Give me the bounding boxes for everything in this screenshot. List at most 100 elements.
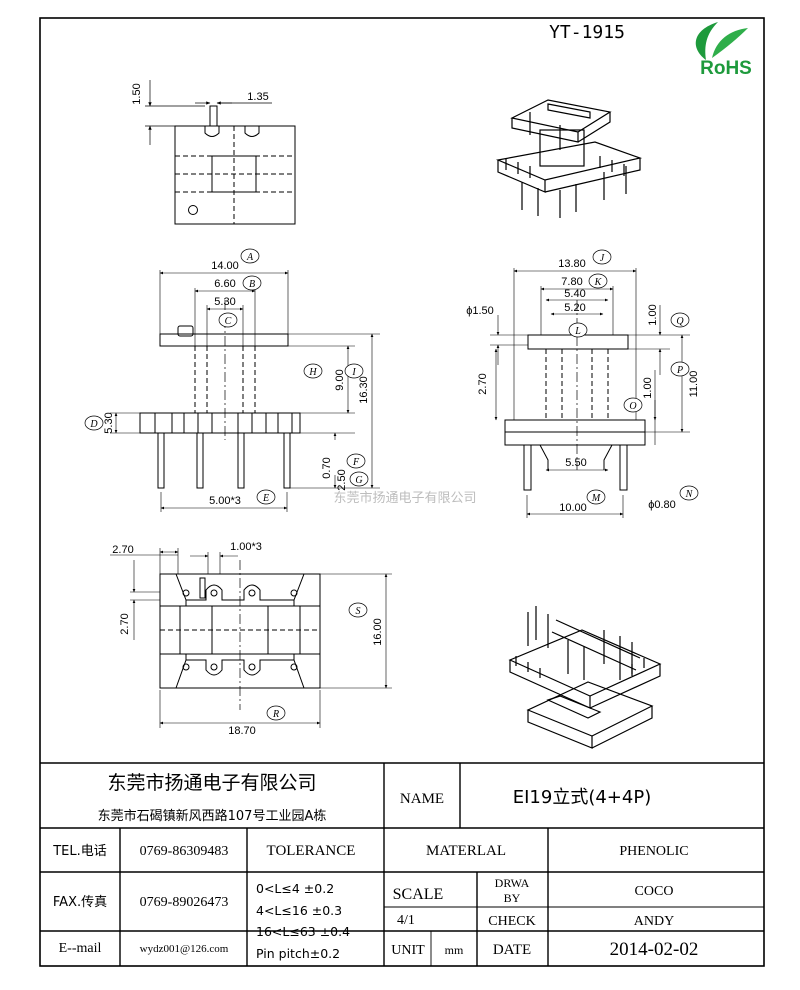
- balloon-r-label: R: [272, 709, 279, 720]
- dim-q: 1.00: [647, 304, 659, 325]
- balloon-s: [348, 602, 368, 618]
- balloon-l-label: L: [574, 326, 581, 337]
- balloon-labels: A B C H I D F G E J K L Q P O M N S R: [89, 252, 693, 720]
- balloon-o-label: O: [629, 401, 636, 412]
- dim-b1-270: 2.70: [112, 544, 133, 556]
- balloon-a-label: A: [246, 252, 254, 263]
- material-label: MATERLAL: [426, 843, 506, 859]
- balloon-k-label: K: [594, 277, 603, 288]
- balloon-n: [679, 485, 699, 501]
- dim-n: ϕ0.80: [648, 499, 676, 511]
- balloon-l: [568, 322, 588, 338]
- dim-j: 13.80: [558, 258, 586, 270]
- unit-value: mm: [445, 943, 464, 957]
- balloon-k: [588, 273, 608, 289]
- material-value: PHENOLIC: [619, 844, 688, 859]
- balloon-b: [242, 275, 262, 291]
- balloon-e: [256, 489, 276, 505]
- balloon-q: [670, 312, 690, 328]
- email-value: wydz001@126.com: [140, 943, 229, 955]
- balloon-h: [303, 363, 323, 379]
- dim-h: 9.00: [334, 369, 346, 390]
- rohs-logo-text: RoHS: [700, 58, 752, 79]
- dim-a: 14.00: [211, 260, 239, 272]
- dim-d: 5.30: [103, 412, 115, 433]
- top-view: [145, 80, 296, 225]
- tolerance-row-1: 0<L≤4 ±0.2: [256, 881, 334, 896]
- check-label: CHECK: [488, 914, 535, 929]
- tel-label: TEL.电话: [52, 844, 107, 859]
- part-name: EI19立式(4+4P): [513, 787, 651, 808]
- watermark: 东莞市扬通电子有限公司: [333, 490, 476, 506]
- email-label: E--mail: [59, 941, 102, 956]
- dim-b2-270: 2.70: [119, 613, 131, 634]
- dim-m2: 5.50: [565, 457, 586, 469]
- sheet-border: [39, 17, 765, 967]
- date-label: DATE: [493, 942, 531, 958]
- part-number: YT-1915: [549, 22, 625, 43]
- fax-value: 0769-89026473: [140, 895, 229, 910]
- balloon-m-label: M: [591, 493, 601, 504]
- balloon-c: [218, 312, 238, 328]
- dim-s: 16.00: [372, 618, 384, 646]
- dim-p: 11.00: [688, 371, 700, 398]
- rohs-logo: RoHS: [695, 22, 752, 79]
- drawn-by-label-1: DRWA: [495, 876, 530, 890]
- dim-o: 1.00: [642, 377, 654, 398]
- drawn-by-value: COCO: [635, 884, 674, 899]
- balloon-d: [84, 415, 104, 431]
- scale-value: 4/1: [397, 913, 415, 928]
- balloon-q-label: Q: [676, 316, 684, 327]
- balloon-p: [670, 361, 690, 377]
- isometric-view-inverted: [508, 606, 662, 749]
- date-value: 2014-02-02: [610, 939, 699, 960]
- balloon-i-label: I: [351, 367, 356, 378]
- dim-top-width: 1.35: [247, 91, 268, 103]
- balloon-p-label: P: [676, 365, 683, 376]
- tolerance-row-3: 16<L≤63 ±0.4: [256, 924, 350, 939]
- front-view: [110, 270, 380, 512]
- company-name: 东莞市扬通电子有限公司: [107, 772, 316, 794]
- balloon-s-label: S: [356, 606, 361, 617]
- dim-left-270: 2.70: [477, 373, 489, 394]
- balloon-i: [344, 363, 364, 379]
- balloon-j-label: J: [600, 253, 605, 264]
- dim-l: 5.20: [564, 302, 585, 314]
- balloons: [84, 248, 699, 721]
- dim-g: 2.50: [336, 469, 348, 490]
- balloon-d-label: D: [89, 419, 98, 430]
- balloon-n-label: N: [685, 489, 694, 500]
- title-block-grid: [40, 762, 764, 966]
- tolerance-row-2: 4<L≤16 ±0.3: [256, 903, 342, 918]
- balloon-r: [266, 705, 286, 721]
- dim-top-height: 1.50: [131, 83, 143, 104]
- dim-pitch: 1.00*3: [230, 541, 262, 553]
- unit-label: UNIT: [391, 943, 425, 958]
- fax-label: FAX.传真: [53, 895, 107, 910]
- balloon-a: [240, 248, 260, 264]
- drawn-by-label-2: BY: [504, 891, 521, 905]
- balloon-e-label: E: [262, 493, 269, 504]
- balloon-h-label: H: [308, 367, 317, 378]
- balloon-m: [586, 489, 606, 505]
- dim-f: 0.70: [321, 457, 333, 478]
- dim-i: 16.30: [358, 376, 370, 404]
- balloon-j: [592, 249, 612, 265]
- dim-r: 18.70: [228, 725, 256, 737]
- side-view: [490, 268, 690, 518]
- balloon-f: [346, 453, 366, 469]
- scale-label: SCALE: [393, 886, 444, 903]
- name-label: NAME: [400, 791, 444, 807]
- dim-b: 6.60: [214, 278, 235, 290]
- dim-pin-dia: ϕ1.50: [466, 305, 494, 317]
- bottom-view: [110, 548, 392, 728]
- balloon-g: [349, 471, 369, 487]
- balloon-o: [623, 397, 643, 413]
- dim-k2: 5.40: [564, 288, 585, 300]
- tolerance-row-4: Pin pitch±0.2: [256, 946, 340, 961]
- balloon-g-label: G: [355, 475, 362, 486]
- balloon-b-label: B: [249, 279, 255, 290]
- check-value: ANDY: [634, 914, 674, 929]
